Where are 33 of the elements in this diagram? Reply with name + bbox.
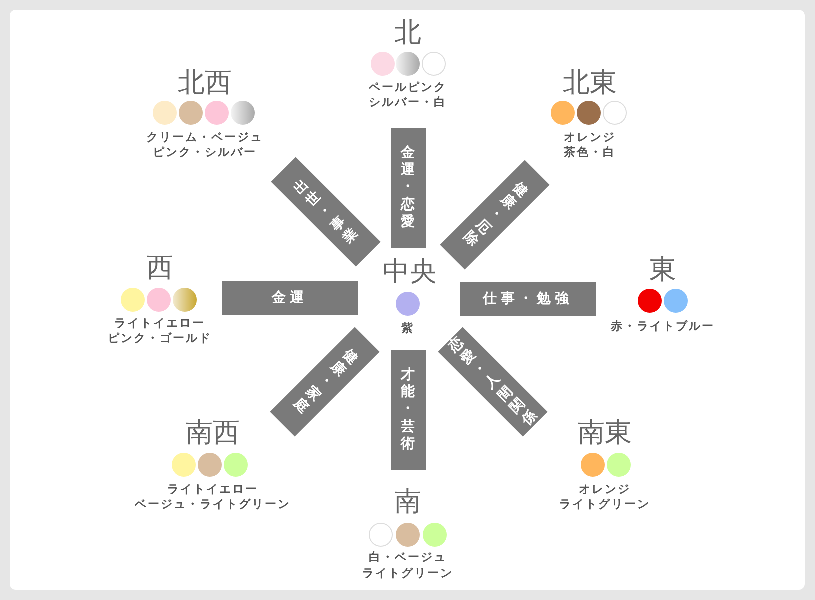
center-label: 中央	[383, 258, 437, 286]
fortune-bar: 健康・家庭	[270, 327, 380, 437]
fortune-bar: 健康・厄除	[440, 160, 550, 270]
color-names: ペールピンク	[369, 81, 447, 95]
direction-label: 南	[394, 488, 422, 516]
color-names: オレンジ	[579, 483, 631, 497]
color-names: ライトイエロー	[114, 317, 206, 331]
color-names: 赤・ライトブルー	[611, 320, 715, 334]
direction-label: 南西	[186, 420, 240, 446]
fortune-bar: 金運・恋愛	[390, 128, 426, 248]
color-names: クリーム・ベージュ	[146, 131, 264, 145]
color-names: 紫	[402, 322, 414, 336]
color-names: ベージュ・ライトグリーン	[135, 498, 291, 512]
direction-label: 北東	[563, 70, 617, 96]
fortune-bar: 仕事・勉強	[460, 282, 596, 316]
color-names: 白・ベージュ	[369, 551, 447, 565]
color-names: ピンク・シルバー	[153, 146, 257, 160]
direction-label: 南東	[578, 420, 632, 446]
direction-label: 西	[146, 254, 174, 282]
fortune-bar: 才能・芸術	[390, 350, 426, 470]
fortune-bar: 金運	[222, 281, 358, 315]
direction-label: 東	[650, 256, 676, 284]
color-names: ピンク・ゴールド	[108, 332, 212, 346]
color-names: ライトグリーン	[362, 567, 454, 581]
fortune-bar: 出世・事業	[271, 157, 381, 267]
direction-label: 北	[394, 20, 422, 46]
direction-label: 北西	[178, 70, 232, 96]
color-names: オレンジ	[564, 131, 616, 145]
color-names: 茶色・白	[564, 146, 616, 160]
color-names: ライトグリーン	[560, 498, 650, 512]
color-names: ライトイエロー	[168, 483, 258, 497]
fortune-bar: 恋愛・人間関係	[438, 327, 548, 437]
color-names: シルバー・白	[369, 96, 447, 110]
